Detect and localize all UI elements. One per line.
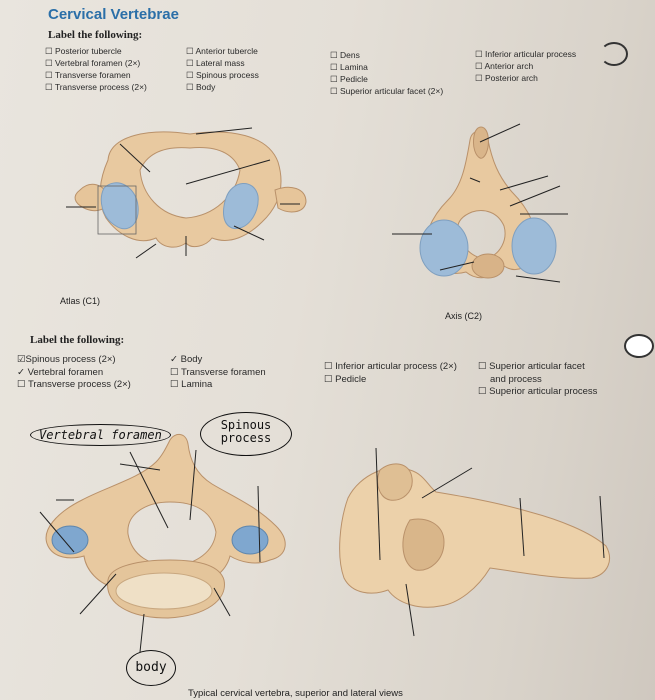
- check-mark-icon: ☑: [17, 354, 26, 365]
- atlas-callout-box: [97, 185, 137, 235]
- term-item[interactable]: ☐ Body: [186, 82, 216, 92]
- section1-col3: ☐ Dens ☐ Lamina ☐ Pedicle ☐ Superior art…: [330, 49, 443, 97]
- term-item[interactable]: ☑Spinous process (2×): [17, 354, 116, 365]
- term-item[interactable]: ☐ Pedicle: [324, 373, 367, 385]
- section1-col1: ☐ Posterior tubercle ☐ Vertebral foramen…: [45, 45, 147, 93]
- check-mark-icon: ✓: [17, 366, 25, 378]
- atlas-illustration: [66, 127, 307, 259]
- atlas-transverse-process-right: [274, 186, 307, 213]
- term-item[interactable]: ☐ Vertebral foramen (2×): [45, 58, 141, 68]
- term-item[interactable]: ☐ Pedicle: [330, 74, 368, 84]
- term-item[interactable]: ☐ Anterior tubercle: [186, 46, 258, 56]
- vertebra-body-top: [115, 572, 213, 610]
- atlas-transverse-process-left: [74, 183, 109, 212]
- section1-instruction: Label the following:: [48, 29, 143, 41]
- typical-vertebra-caption: Typical cervical vertebra, superior and …: [188, 688, 403, 699]
- check-mark-icon: ✓: [170, 354, 178, 365]
- term-item[interactable]: ☐ Inferior articular process (2×): [324, 361, 457, 372]
- atlas-caption: Atlas (C1): [60, 296, 101, 306]
- atlas-facet-right: [223, 183, 259, 230]
- term-item[interactable]: ☐ Spinous process: [186, 70, 259, 80]
- section1-col4: ☐ Inferior articular process ☐ Anterior …: [475, 48, 576, 84]
- term-item[interactable]: ☐ Superior articular process: [478, 386, 598, 397]
- handwritten-spinous-process: Spinous process: [200, 412, 292, 456]
- typical-vertebra-superior: [39, 434, 286, 653]
- term-item[interactable]: ☐ Superior articular facet: [478, 361, 585, 372]
- section2-instruction: Label the following:: [30, 334, 125, 346]
- axis-illustration: [392, 123, 568, 283]
- axis-spinous: [471, 253, 505, 279]
- term-item[interactable]: ☐ Transverse foramen: [170, 366, 266, 378]
- term-item[interactable]: ☐ Anterior arch: [475, 61, 534, 71]
- handwritten-body: body: [126, 650, 176, 686]
- term-item[interactable]: ☐ Superior articular facet (2×): [330, 86, 444, 96]
- section2-col1: ☑Spinous process (2×) ✓ Vertebral forame…: [17, 354, 131, 392]
- section2-col2: ✓ Body ☐ Transverse foramen ☐ Lamina: [170, 354, 266, 392]
- vertebra-pedicle: [402, 518, 445, 571]
- term-item[interactable]: ☐ Posterior arch: [475, 73, 538, 83]
- section2-col3: ☐ Inferior articular process (2×) ☐ Pedi…: [324, 361, 457, 386]
- vertebra-foramen-right: [231, 525, 269, 555]
- term-item[interactable]: ☐ Posterior tubercle: [45, 46, 122, 56]
- atlas-facet-left: [100, 182, 139, 230]
- axis-dens: [473, 126, 489, 159]
- term-item[interactable]: ☐ Lateral mass: [186, 58, 245, 68]
- binder-hole-top: [600, 42, 628, 66]
- term-item[interactable]: ☐ Inferior articular process: [475, 49, 577, 59]
- term-item[interactable]: ☐ Transverse process (2×): [45, 82, 147, 92]
- vertebra-superior-articular-process: [377, 463, 413, 501]
- section1-col2: ☐ Anterior tubercle ☐ Lateral mass ☐ Spi…: [186, 45, 259, 93]
- term-item[interactable]: ☐ Lamina: [170, 379, 213, 390]
- vertebra-foramen-left: [51, 525, 89, 555]
- term-item[interactable]: ☐ Transverse foramen: [45, 70, 131, 80]
- axis-facet-left: [419, 219, 469, 277]
- term-item[interactable]: ☐ Transverse process (2×): [17, 379, 131, 390]
- term-item[interactable]: ✓ Vertebral foramen: [17, 366, 104, 378]
- handwritten-vertebral-foramen: Vertebral foramen: [30, 424, 171, 446]
- term-item[interactable]: ✓ Body: [170, 354, 203, 365]
- vertebra-lateral-body: [339, 467, 610, 608]
- term-item[interactable]: ☐ Dens: [330, 50, 360, 60]
- term-item[interactable]: ☐ Lamina: [330, 62, 368, 72]
- typical-vertebra-lateral: [339, 447, 610, 637]
- section2-col4: ☐ Superior articular facet and process ☐…: [478, 361, 598, 397]
- axis-caption: Axis (C2): [445, 311, 483, 321]
- binder-hole-middle: [624, 334, 654, 358]
- page-title: Cervical Vertebrae: [48, 6, 179, 23]
- axis-facet-right: [511, 217, 557, 275]
